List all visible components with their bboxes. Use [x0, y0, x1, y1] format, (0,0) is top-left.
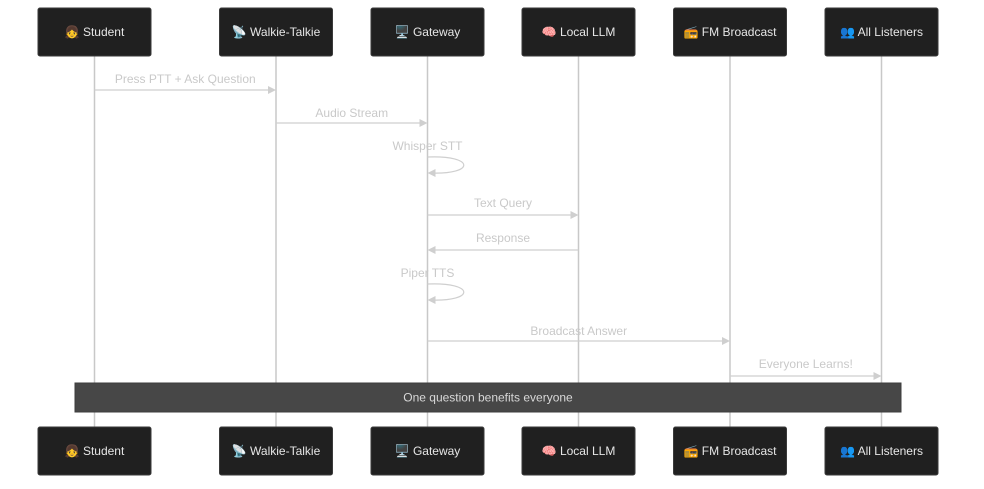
actors-bottom: 👧 Student 📡 Walkie-Talkie 🖥️ Gateway 🧠 Loca…	[37, 426, 939, 476]
message-label: Press PTT + Ask Question	[115, 72, 256, 86]
arrowhead	[722, 337, 730, 345]
actor-label: 🧠 Local LLM	[542, 444, 616, 458]
message-3: Whisper STT	[392, 139, 465, 177]
actor-label: 📡 Walkie-Talkie	[232, 443, 321, 458]
actor-label: 📻 FM Broadcast	[684, 444, 778, 458]
actor-top-fm: 📻 FM Broadcast	[673, 7, 787, 57]
arrowhead	[419, 119, 428, 127]
actor-box	[370, 426, 485, 476]
message-label: Audio Stream	[315, 106, 388, 120]
actor-top-student: 👧 Student	[37, 7, 152, 57]
arrowhead	[427, 169, 436, 177]
actor-top-llm: 🧠 Local LLM	[521, 7, 636, 57]
message-7: Broadcast Answer	[427, 324, 730, 345]
actor-top-walkie: 📡 Walkie-Talkie	[219, 7, 333, 57]
message-1: Press PTT + Ask Question	[94, 72, 276, 94]
actor-label: 👧 Student	[65, 25, 125, 39]
actor-box	[219, 7, 333, 57]
actor-box	[673, 426, 787, 476]
actor-label: 🧠 Local LLM	[542, 25, 616, 39]
actor-box	[219, 426, 333, 476]
actor-label: 👧 Student	[65, 444, 125, 458]
actor-box	[824, 7, 939, 57]
actor-label: 👥 All Listeners	[840, 444, 923, 458]
message-label: Broadcast Answer	[530, 324, 627, 338]
actor-box	[824, 426, 939, 476]
actor-bottom-fm: 📻 FM Broadcast	[673, 426, 787, 476]
message-line	[427, 283, 465, 301]
actor-box	[37, 426, 152, 476]
message-8: Everyone Learns!	[730, 357, 882, 380]
message-2: Audio Stream	[276, 106, 428, 127]
message-5: Response	[427, 231, 579, 254]
message-6: Piper TTS	[401, 266, 465, 304]
actor-top-gateway: 🖥️ Gateway	[370, 7, 485, 57]
actor-bottom-listeners: 👥 All Listeners	[824, 426, 939, 476]
arrowhead	[427, 296, 436, 304]
arrowhead	[427, 246, 436, 254]
actor-bottom-student: 👧 Student	[37, 426, 152, 476]
actors-top: 👧 Student 📡 Walkie-Talkie 🖥️ Gateway 🧠 Loca…	[37, 7, 939, 57]
note-label: One question benefits everyone	[403, 391, 573, 405]
actor-box	[37, 7, 152, 57]
actor-box	[521, 426, 636, 476]
arrowhead	[873, 372, 882, 380]
actor-label: 📡 Walkie-Talkie	[232, 24, 321, 39]
actor-bottom-walkie: 📡 Walkie-Talkie	[219, 426, 333, 476]
message-label: Whisper STT	[392, 139, 463, 153]
lifelines	[93, 56, 883, 427]
message-label: Response	[476, 231, 530, 245]
arrowhead	[268, 86, 276, 94]
actor-box	[521, 7, 636, 57]
note-box	[74, 382, 902, 413]
message-line	[427, 156, 465, 174]
message-label: Text Query	[474, 196, 532, 210]
actor-box	[673, 7, 787, 57]
actor-label: 📻 FM Broadcast	[684, 25, 778, 39]
actor-label: 🖥️ Gateway	[395, 444, 461, 458]
note-group: One question benefits everyone	[74, 382, 902, 413]
actor-top-listeners: 👥 All Listeners	[824, 7, 939, 57]
actor-box	[370, 7, 485, 57]
message-4: Text Query	[427, 196, 579, 219]
actor-bottom-llm: 🧠 Local LLM	[521, 426, 636, 476]
actor-label: 🖥️ Gateway	[395, 25, 461, 39]
actor-label: 👥 All Listeners	[840, 25, 923, 39]
message-label: Everyone Learns!	[759, 357, 853, 371]
arrowhead	[570, 211, 579, 219]
message-label: Piper TTS	[401, 266, 455, 280]
actor-bottom-gateway: 🖥️ Gateway	[370, 426, 485, 476]
